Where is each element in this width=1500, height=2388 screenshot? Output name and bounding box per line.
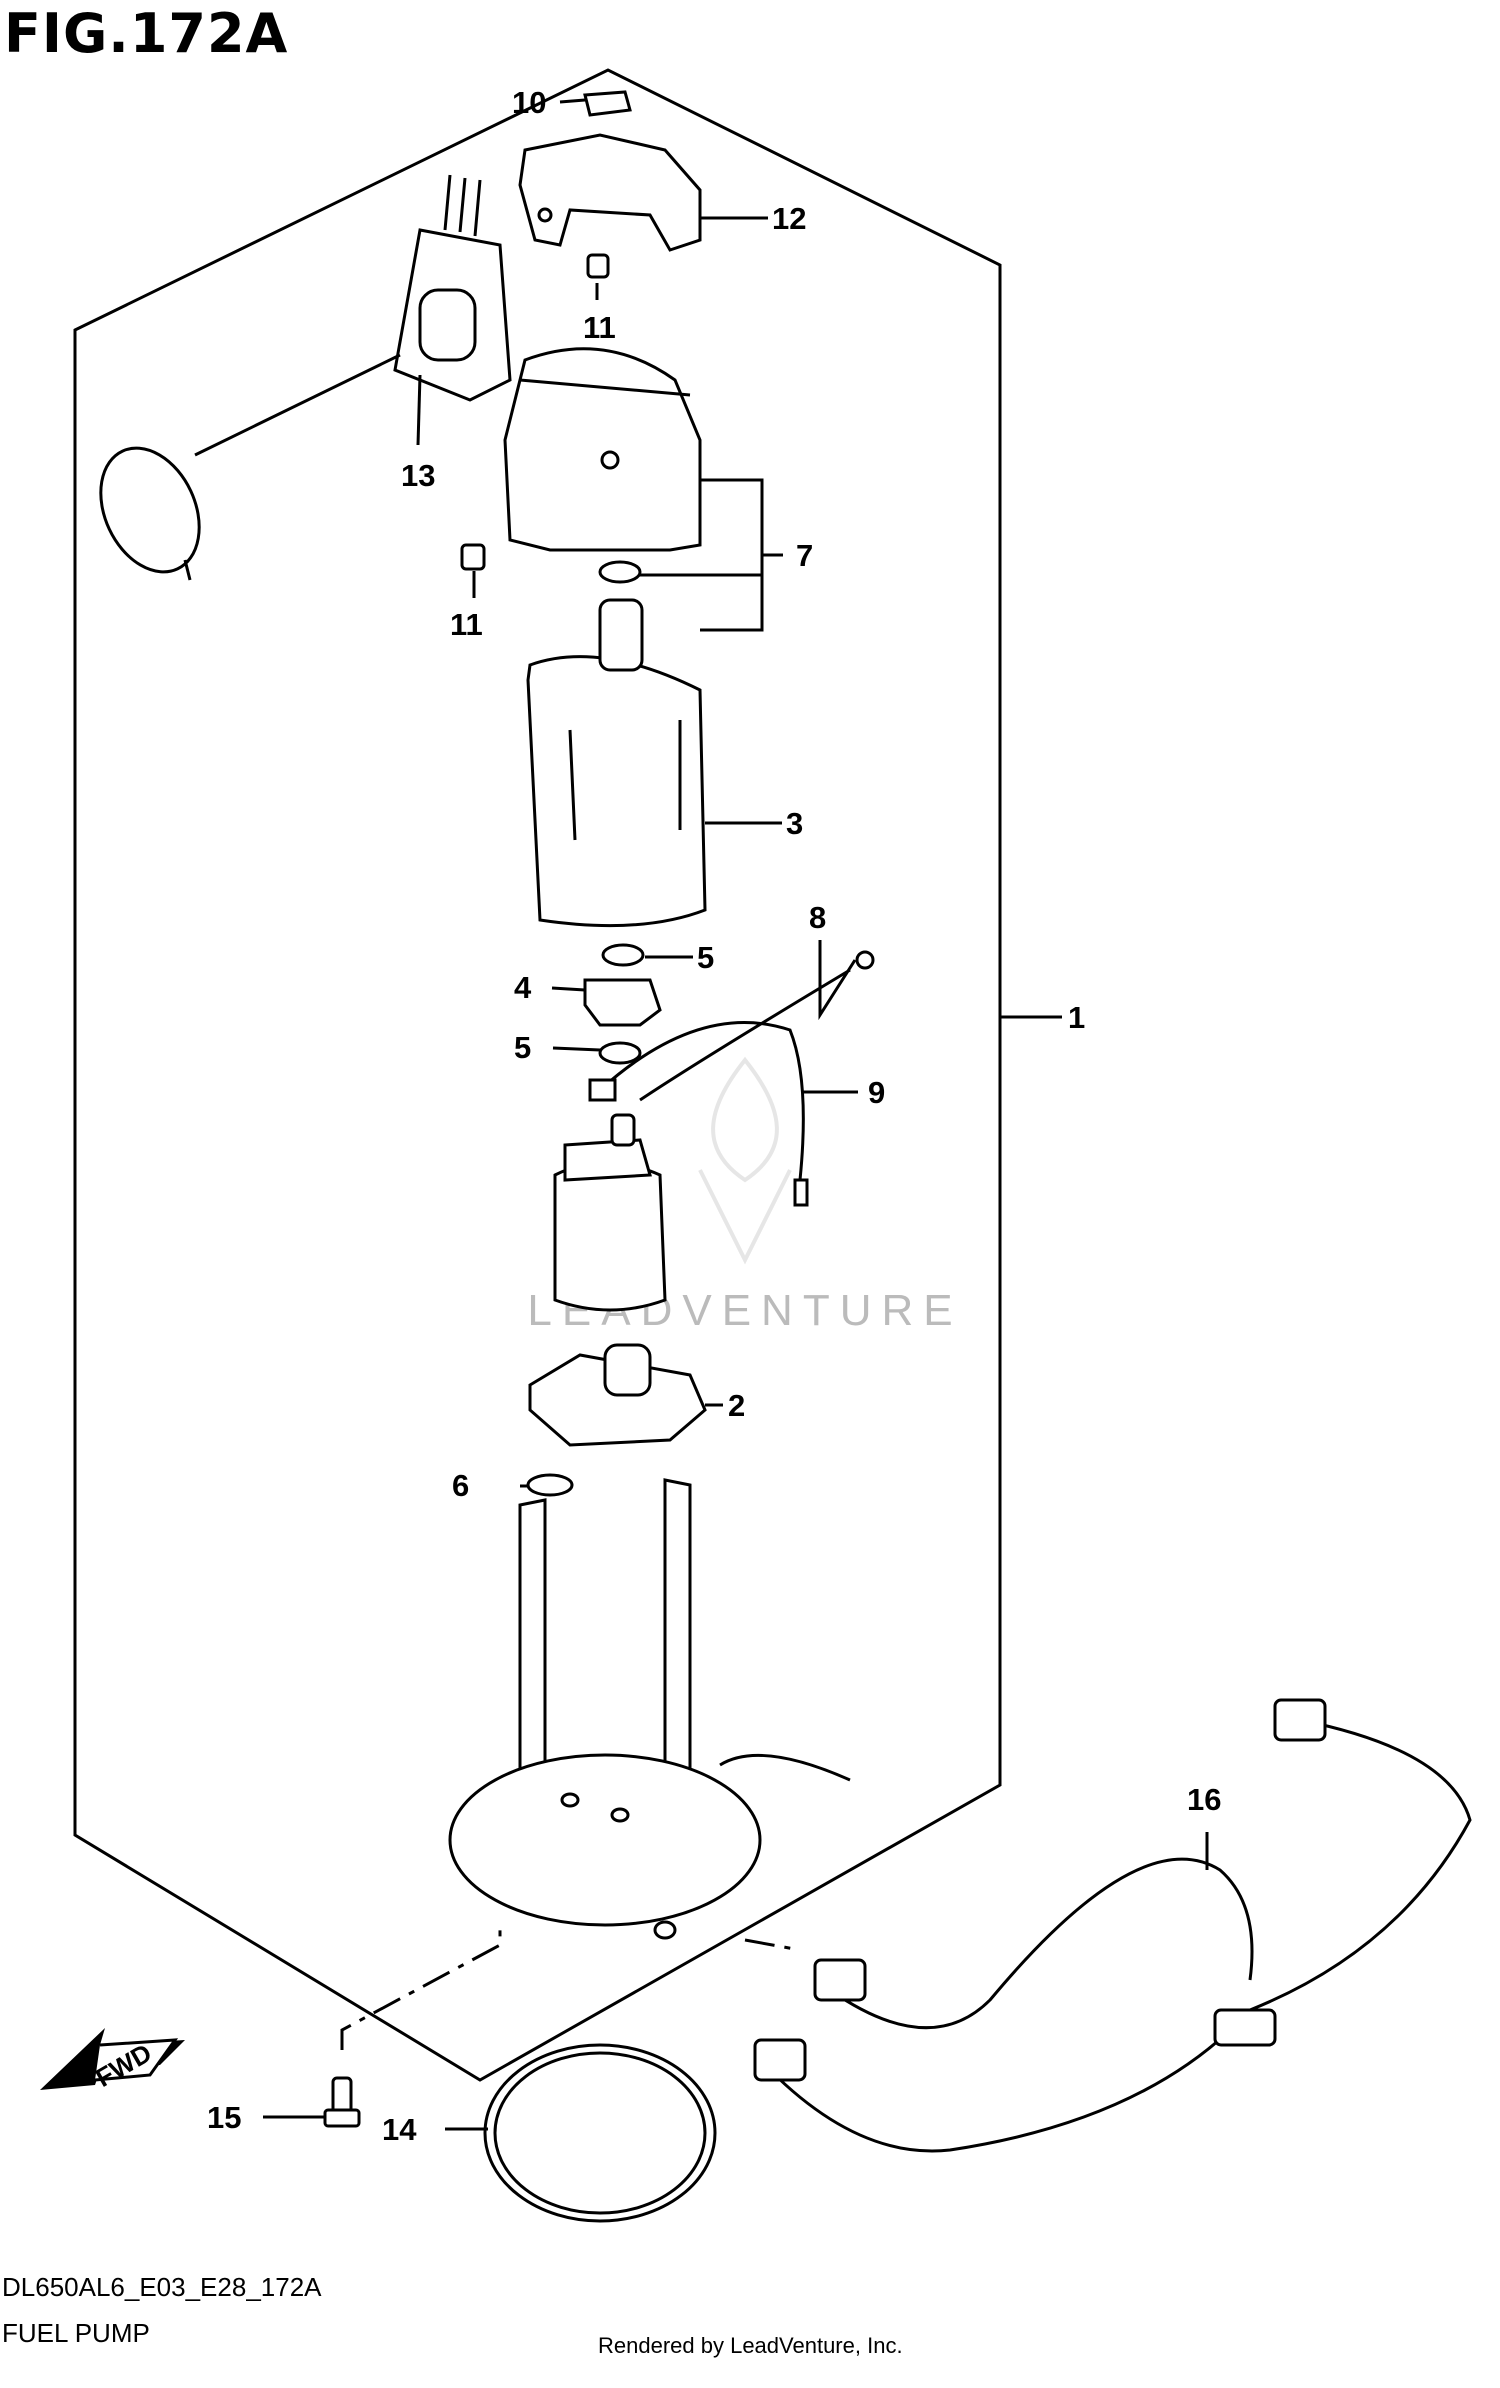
part-16-fuel-hose-assembly (753, 1698, 1472, 2153)
part-10-clip (583, 90, 632, 117)
part-7-pump-cover (503, 347, 702, 584)
part-15-bolt (323, 2076, 361, 2128)
callout-5-upper: 5 (697, 940, 714, 975)
callout-8: 8 (809, 900, 826, 935)
part-6-o-ring (526, 1473, 574, 1497)
pump-base-plate (448, 1478, 851, 1940)
callout-12: 12 (772, 201, 806, 236)
callout-15: 15 (207, 2100, 241, 2135)
callout-9: 9 (868, 1075, 885, 1110)
assembly-outline (73, 68, 1002, 2082)
figure-title: FIG.172A (4, 2, 289, 65)
callout-6: 6 (452, 1468, 469, 1503)
callout-labels: 1 2 3 4 5 5 6 7 8 9 10 11 11 12 13 14 15… (207, 85, 1221, 2147)
callout-2: 2 (728, 1388, 745, 1423)
part-8-ground-wire (639, 950, 875, 1102)
callout-13: 13 (401, 458, 435, 493)
callout-14: 14 (382, 2112, 417, 2147)
callout-10: 10 (512, 85, 546, 120)
part-14-gasket (483, 2043, 717, 2223)
callout-11-upper: 11 (583, 310, 616, 345)
part-5-o-ring-lower (598, 1041, 642, 1065)
render-credit: Rendered by LeadVenture, Inc. (598, 2333, 903, 2358)
callout-7: 7 (796, 538, 813, 573)
part-12-bracket (518, 133, 702, 252)
part-5-o-ring-upper (601, 943, 645, 967)
watermark-logo (698, 1056, 792, 1265)
fuel-pump-motor (553, 1113, 667, 1312)
forward-direction-arrow (40, 2028, 185, 2090)
callout-1: 1 (1068, 1000, 1085, 1035)
part-11-screw-lower (460, 543, 486, 571)
callout-5-lower: 5 (514, 1030, 531, 1065)
callout-4: 4 (514, 970, 532, 1005)
part-11-screw-upper (586, 253, 610, 279)
part-4-pressure-regulator (583, 978, 662, 1027)
callout-11-lower: 11 (450, 607, 483, 642)
part-2-fuel-strainer (528, 1343, 707, 1447)
part-3-filter-case (526, 598, 707, 928)
diagram-name: FUEL PUMP (2, 2318, 150, 2348)
leader-lines (263, 98, 1209, 2131)
bolt-alignment-line (340, 1925, 801, 2050)
part-9-lead-wire (588, 1021, 809, 1207)
part-13-fuel-level-sender (99, 174, 512, 581)
diagram-code: DL650AL6_E03_E28_172A (2, 2272, 322, 2302)
callout-16: 16 (1187, 1782, 1221, 1817)
callout-3: 3 (786, 806, 803, 841)
